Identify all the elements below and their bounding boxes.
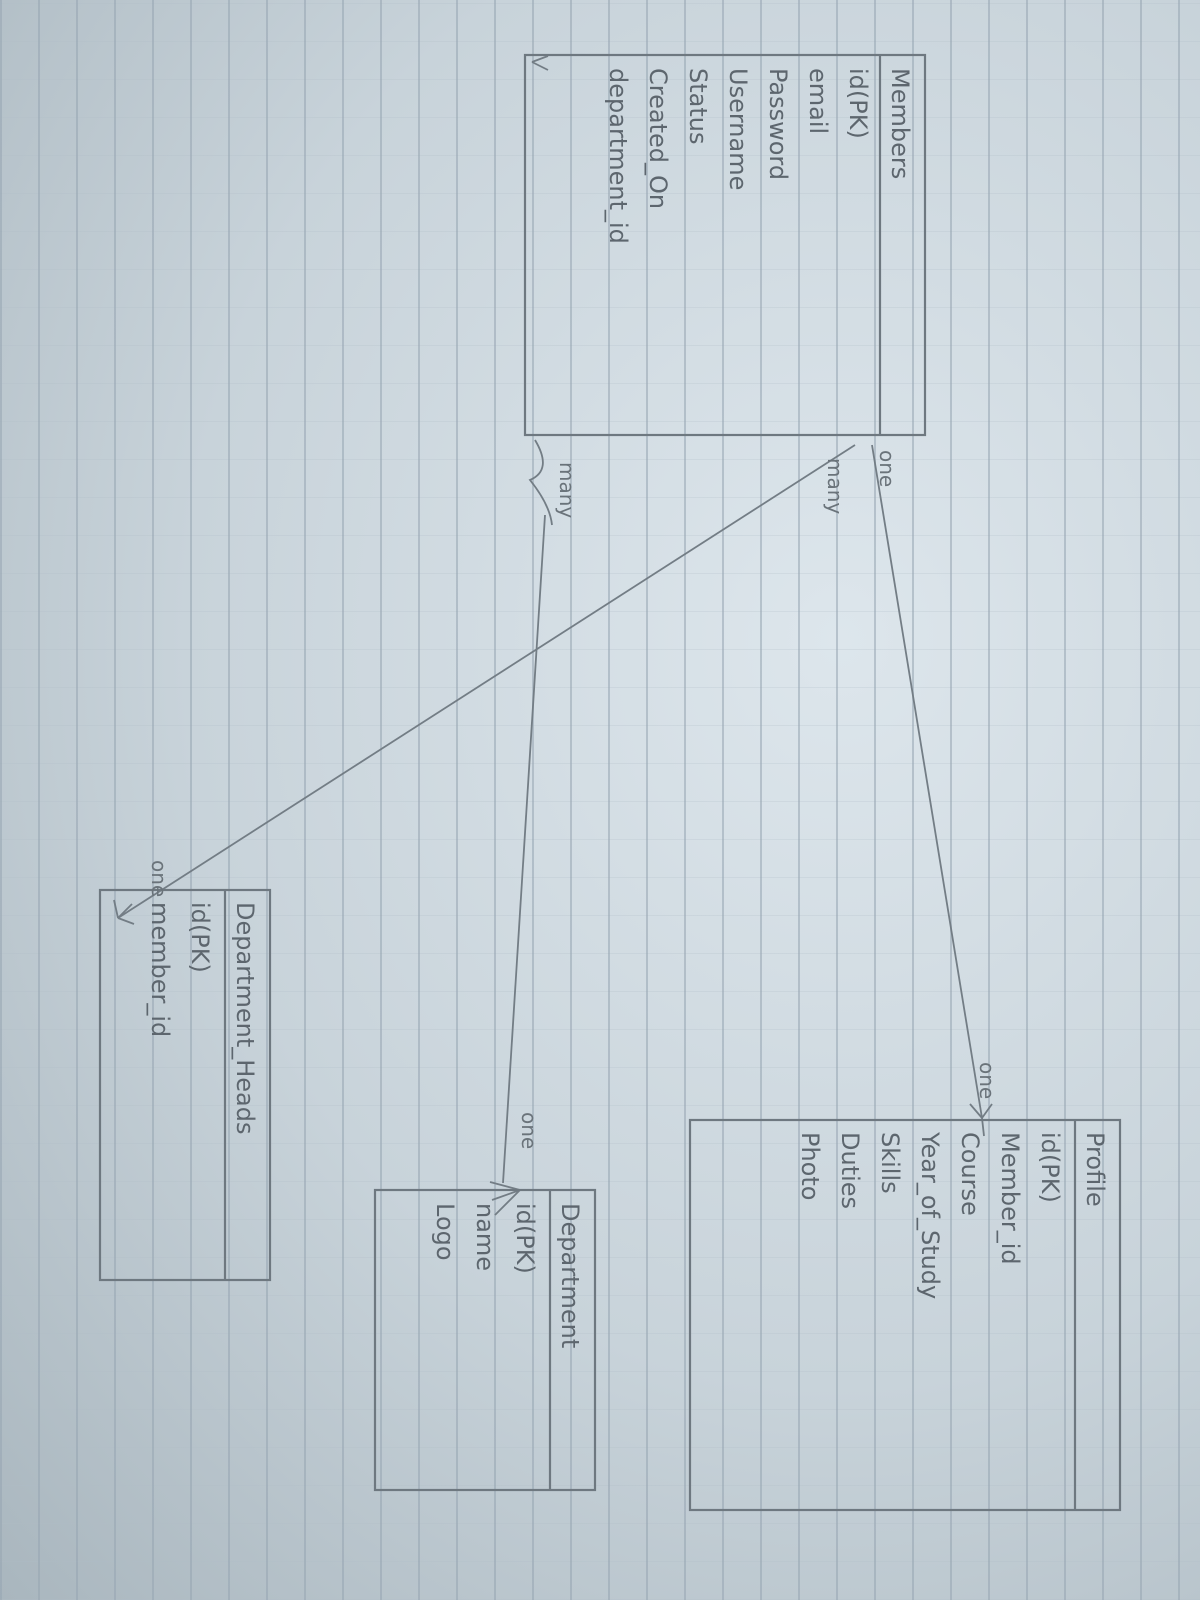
profile-field-4: Skills xyxy=(876,1132,904,1194)
arrowhead-members-top xyxy=(531,55,549,71)
members-field-3: Username xyxy=(724,68,752,190)
cardinality-members-department-heads-to: one xyxy=(147,860,171,897)
members-field-5: Created_On xyxy=(644,68,672,209)
profile-table-border xyxy=(688,1118,1122,1512)
department-field-2: Logo xyxy=(431,1203,459,1261)
profile-field-1: Member_id xyxy=(996,1132,1024,1265)
members-field-4: Status xyxy=(684,68,712,144)
department-heads-field-1: member_id xyxy=(146,902,174,1037)
department-heads-table: Department_Heads id(PK) member_id xyxy=(98,888,272,1282)
profile-field-5: Duties xyxy=(836,1132,864,1209)
relationship-members-profile xyxy=(871,444,983,1119)
cardinality-members-department-from: many xyxy=(555,462,579,518)
members-field-0: id(PK) xyxy=(844,68,872,139)
department-table: Department id(PK) name Logo xyxy=(373,1188,597,1492)
profile-field-3: Year_of_Study xyxy=(916,1131,944,1299)
relationship-members-department xyxy=(502,514,546,1184)
profile-table-title: Profile xyxy=(1081,1132,1109,1207)
department-field-0: id(PK) xyxy=(511,1203,539,1274)
department-heads-field-0: id(PK) xyxy=(186,902,214,973)
department-heads-table-title: Department_Heads xyxy=(231,902,259,1135)
cardinality-members-department-to: one xyxy=(517,1112,541,1149)
crowfoot-department-end xyxy=(489,1181,521,1216)
arrowhead-department-heads xyxy=(113,899,135,925)
members-field-6: department_id xyxy=(604,68,632,244)
cardinality-members-profile-to: one xyxy=(975,1062,999,1099)
department-table-title: Department xyxy=(556,1203,584,1348)
department-table-border xyxy=(373,1188,597,1492)
profile-field-0: id(PK) xyxy=(1036,1132,1064,1203)
cardinality-members-department-heads-from: many xyxy=(823,458,847,514)
profile-field-6: Photo xyxy=(796,1132,824,1200)
department-heads-table-border xyxy=(98,888,272,1282)
members-table: Members id(PK) email Password Username S… xyxy=(523,53,927,437)
members-table-border xyxy=(523,53,927,437)
profile-field-2: Course xyxy=(956,1132,984,1216)
crowfoot-members-end xyxy=(528,439,553,526)
profile-table: Profile id(PK) Member_id Course Year_of_… xyxy=(688,1118,1122,1512)
members-field-1: email xyxy=(804,68,832,134)
members-table-title: Members xyxy=(886,68,914,179)
relationship-members-department-heads xyxy=(117,444,856,919)
members-field-2: Password xyxy=(764,68,792,180)
department-field-1: name xyxy=(471,1203,499,1271)
cardinality-members-profile-from: one xyxy=(875,450,899,487)
